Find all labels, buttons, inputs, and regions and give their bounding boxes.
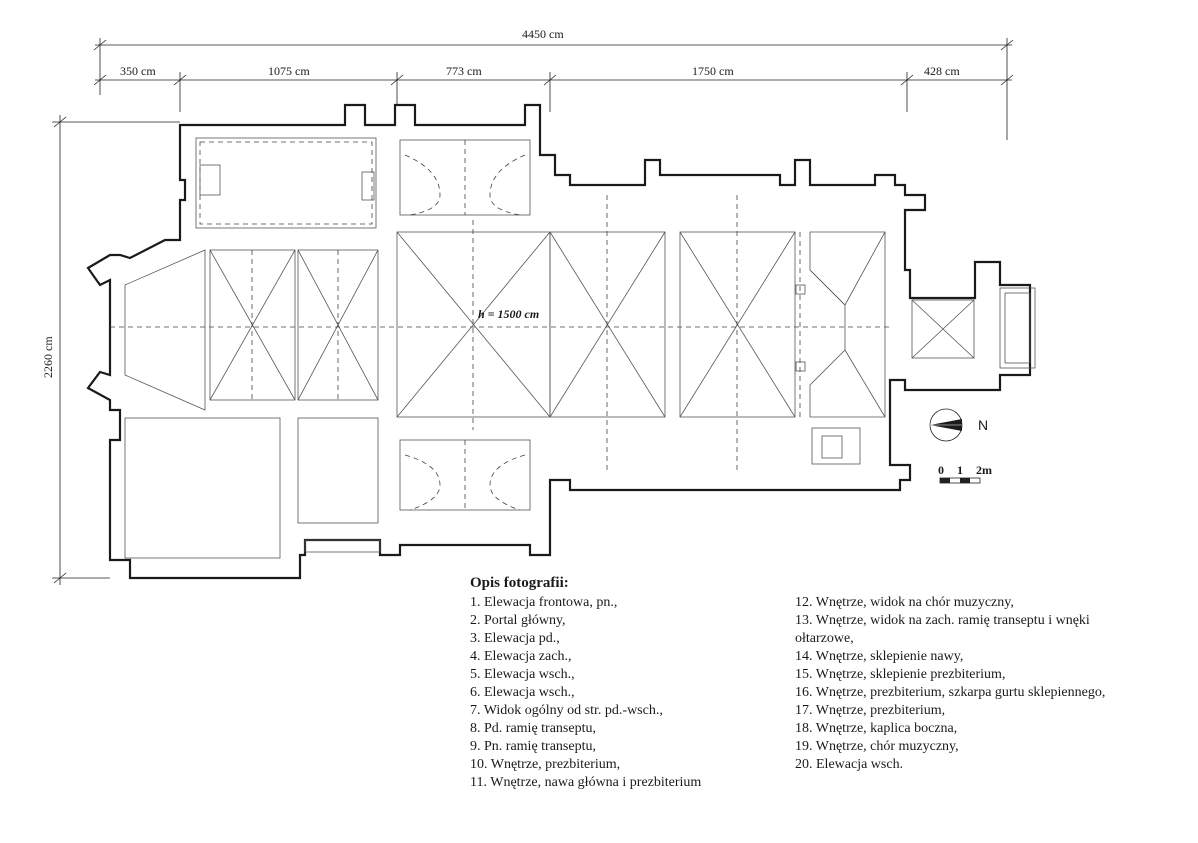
- scale-label-2: 2m: [976, 463, 992, 477]
- list-item: 1. Elewacja frontowa, pn.,: [470, 595, 618, 610]
- list-item: 10. Wnętrze, prezbiterium,: [470, 757, 621, 772]
- list-item: 4. Elewacja zach.,: [470, 649, 572, 664]
- caption-right-column: 12. Wnętrze, widok na chór muzyczny, 13.…: [795, 594, 1135, 774]
- list-item: 20. Elewacja wsch.: [795, 757, 904, 772]
- scale-bar: [939, 477, 981, 484]
- floor-plan: 4450 cm 350 cm 1075 cm 773 cm 1750 cm 42…: [41, 27, 1036, 585]
- dimension-segment-2: 1075 cm: [268, 64, 310, 78]
- vault-height-label: h = 1500 cm: [478, 307, 539, 321]
- list-item: 12. Wnętrze, widok na chór muzyczny,: [795, 595, 1014, 610]
- dimension-lines: [52, 38, 1014, 585]
- dimension-width: 2260 cm: [41, 336, 55, 378]
- caption-left-column: 1. Elewacja frontowa, pn., 2. Portal głó…: [470, 594, 770, 792]
- list-item: 5. Elewacja wsch.,: [470, 667, 575, 682]
- photo-caption: Opis fotografii: 1. Elewacja frontowa, p…: [470, 574, 1170, 804]
- list-item: 6. Elewacja wsch.,: [470, 685, 575, 700]
- list-item: 19. Wnętrze, chór muzyczny,: [795, 739, 959, 754]
- list-item: 2. Portal główny,: [470, 613, 566, 628]
- list-item: 7. Widok ogólny od str. pd.-wsch.,: [470, 703, 663, 718]
- list-item: 3. Elewacja pd.,: [470, 631, 560, 646]
- list-item: 14. Wnętrze, sklepienie nawy,: [795, 649, 964, 664]
- scale-label-0: 0: [938, 463, 944, 477]
- dimension-segment-4: 1750 cm: [692, 64, 734, 78]
- list-item: 18. Wnętrze, kaplica boczna,: [795, 721, 958, 736]
- list-item: 11. Wnętrze, nawa główna i prezbiterium: [470, 775, 702, 790]
- list-item: 15. Wnętrze, sklepienie prezbiterium,: [795, 667, 1006, 682]
- north-label: N: [978, 417, 988, 433]
- list-item: 9. Pn. ramię transeptu,: [470, 739, 596, 754]
- dimension-total: 4450 cm: [522, 27, 564, 41]
- dimension-segment-5: 428 cm: [924, 64, 960, 78]
- caption-title: Opis fotografii:: [470, 575, 569, 591]
- list-item: 16. Wnętrze, prezbiterium, szkarpa gurtu…: [795, 685, 1106, 700]
- north-arrow-icon: [929, 408, 963, 442]
- building-walls: [86, 103, 1032, 580]
- scale-label-1: 1: [957, 463, 963, 477]
- interior-lines: [110, 137, 1036, 559]
- list-item: 8. Pd. ramię transeptu,: [470, 721, 596, 736]
- dimension-segment-3: 773 cm: [446, 64, 482, 78]
- dimension-segment-1: 350 cm: [120, 64, 156, 78]
- list-item: 17. Wnętrze, prezbiterium,: [795, 703, 946, 718]
- list-item: 13. Wnętrze, widok na zach. ramię transe…: [795, 613, 1090, 646]
